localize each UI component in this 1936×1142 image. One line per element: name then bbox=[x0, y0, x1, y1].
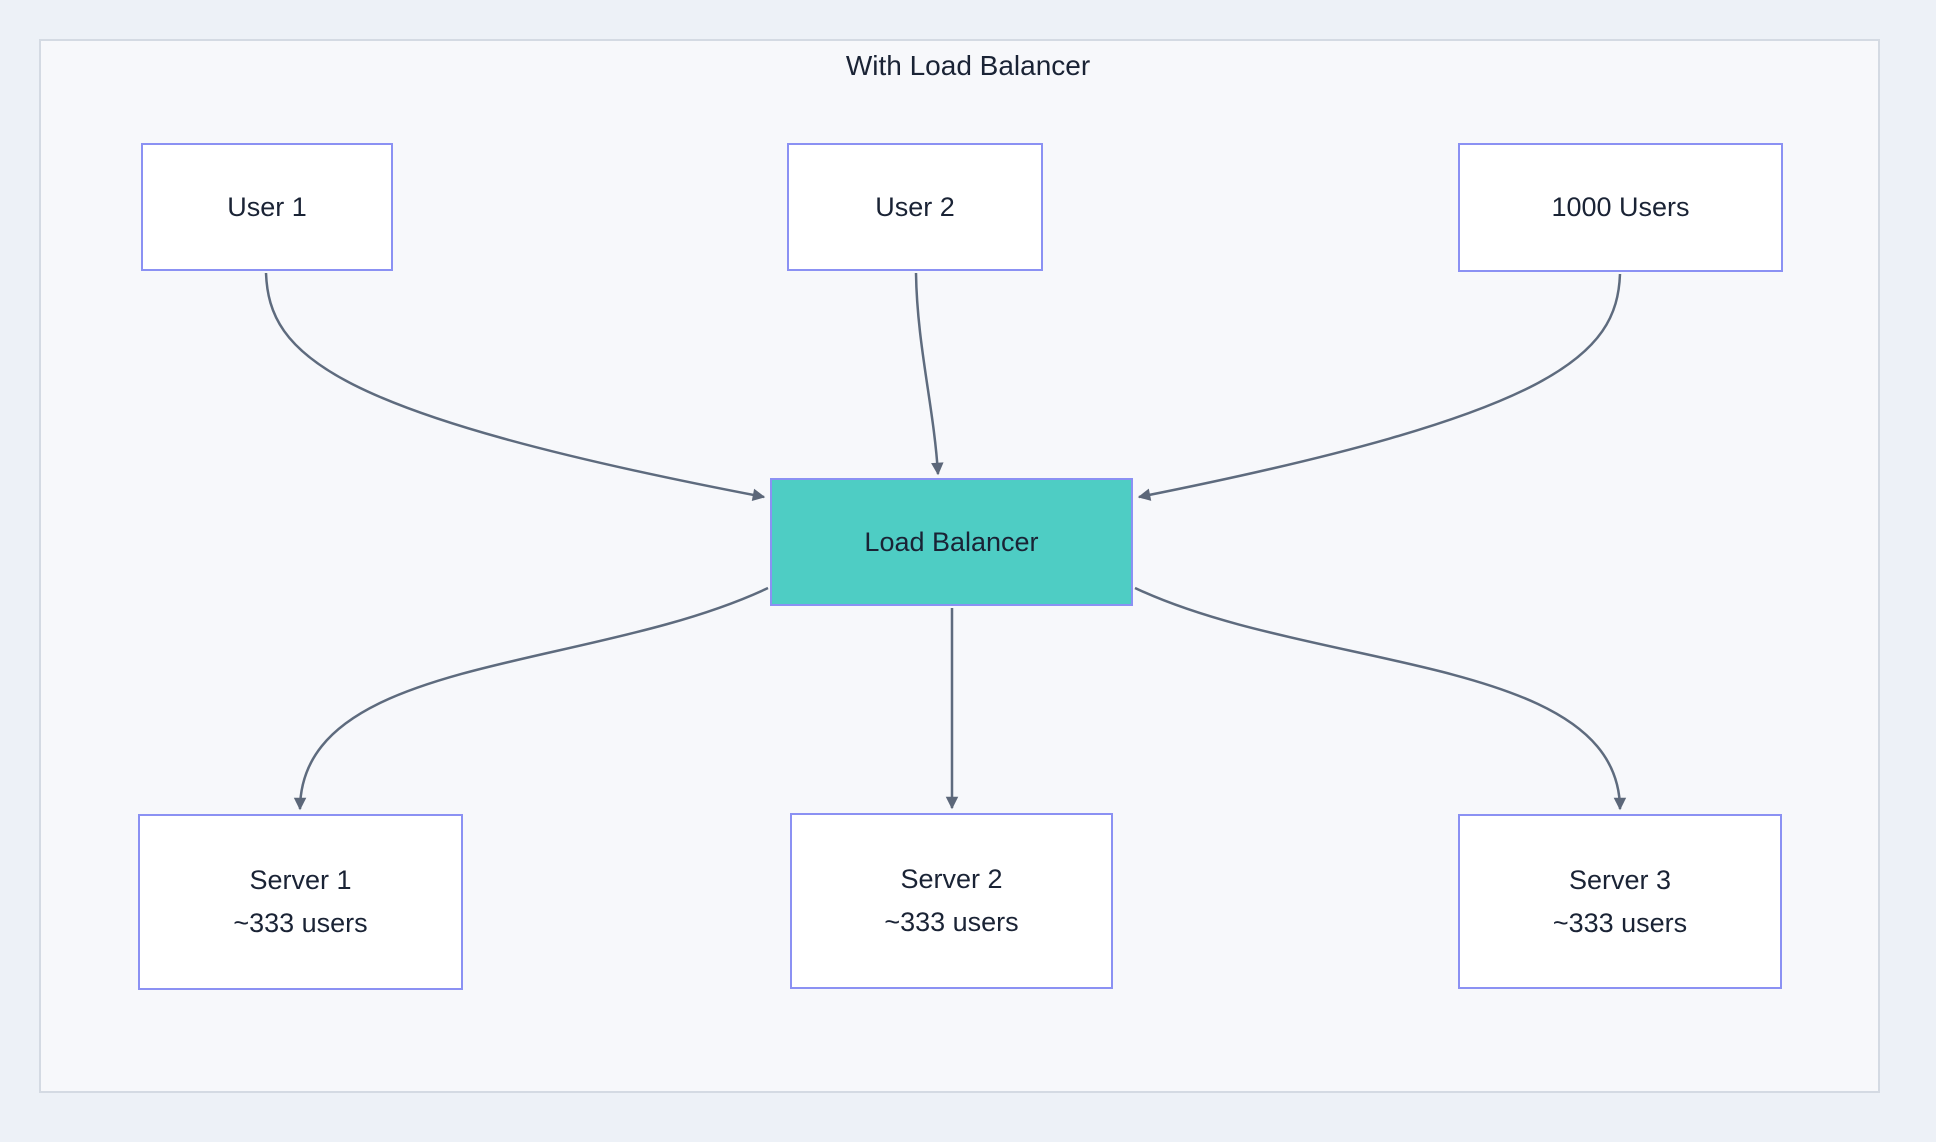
node-server-1-sublabel: ~333 users bbox=[233, 908, 368, 938]
diagram-title: With Load Balancer bbox=[845, 50, 1091, 81]
node-server-3: Server 3 ~333 users bbox=[1458, 814, 1782, 989]
node-server-1-label: Server 1 bbox=[249, 865, 352, 895]
node-user-2: User 2 bbox=[787, 143, 1043, 271]
node-1000-users-label: 1000 Users bbox=[1551, 192, 1690, 222]
node-server-2-label: Server 2 bbox=[900, 864, 1003, 894]
node-server-3-label: Server 3 bbox=[1568, 864, 1672, 895]
node-server-2-sublabel: ~333 users bbox=[884, 907, 1019, 937]
node-load-balancer: Load Balancer bbox=[770, 478, 1133, 606]
node-load-balancer-label: Load Balancer bbox=[864, 526, 1039, 557]
node-user-2-label: User 2 bbox=[875, 191, 955, 222]
node-1000-users: 1000 Users bbox=[1458, 143, 1783, 272]
node-server-2: Server 2 ~333 users bbox=[790, 813, 1113, 989]
node-server-3-sublabel: ~333 users bbox=[1552, 907, 1688, 938]
node-user-1-label: User 1 bbox=[227, 191, 307, 222]
node-server-1: Server 1 ~333 users bbox=[138, 814, 463, 990]
node-user-1: User 1 bbox=[141, 143, 393, 271]
